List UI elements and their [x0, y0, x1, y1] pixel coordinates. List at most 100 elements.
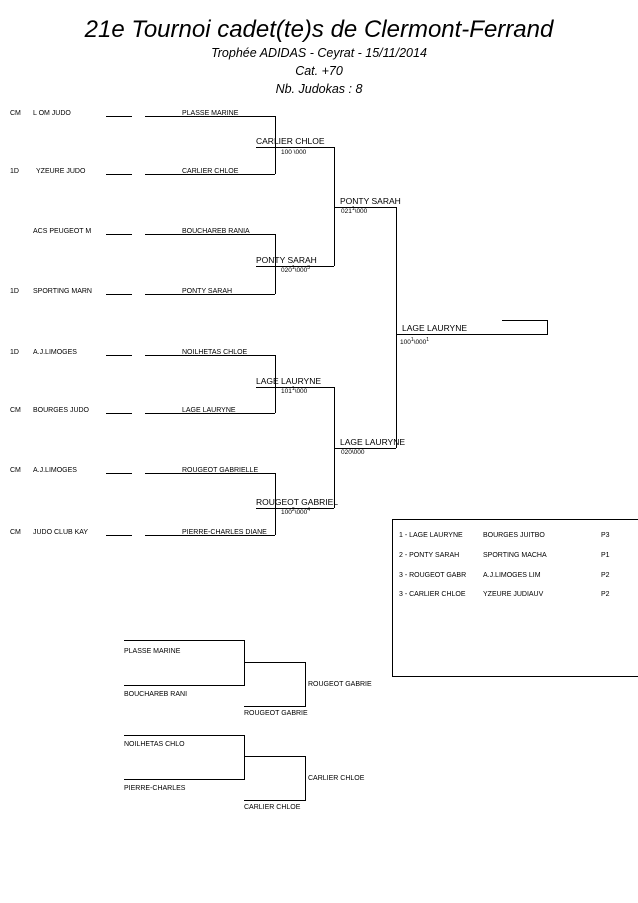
final-score: 1001\0001 [400, 337, 430, 347]
entry-club: YZEURE JUDO [36, 168, 86, 175]
round1-winner: ROUGEOT GABRIEL [256, 497, 339, 507]
bracket-line [244, 735, 245, 780]
bracket-line [106, 413, 132, 414]
entry-rank: CM [10, 529, 21, 536]
result-club: BOURGES JUITBO [483, 532, 545, 539]
bracket-line [145, 535, 275, 536]
entry-name: NOILHETAS CHLOE [182, 349, 248, 356]
bracket-line [244, 662, 306, 663]
entry-rank: CM [10, 110, 21, 117]
bracket-line [244, 756, 306, 757]
bracket-line [244, 706, 306, 707]
entry-rank: CM [10, 407, 21, 414]
entry-club: L OM JUDO [33, 110, 71, 117]
bracket-line [275, 234, 276, 294]
entry-name: ROUGEOT GABRIELLE [182, 467, 259, 474]
entry-rank: 1D [10, 168, 19, 175]
bracket-line [334, 387, 335, 508]
semi-score: 0211\000 [341, 206, 368, 216]
result-club: A.J.LIMOGES LIM [483, 572, 541, 579]
bracket-line [145, 413, 275, 414]
bracket-line [106, 294, 132, 295]
round1-score: 100 \000 [281, 149, 307, 156]
entry-name: PONTY SARAH [182, 288, 233, 295]
result-points: P1 [601, 552, 610, 559]
bracket-line [145, 174, 275, 175]
round1-score: 1011\000 [281, 386, 308, 396]
bracket-line [145, 355, 275, 356]
repechage-entry: PIERRE-CHARLES [124, 785, 186, 792]
bracket-line [145, 294, 275, 295]
bracket-line [244, 640, 245, 686]
bracket-line [124, 779, 244, 780]
round1-winner: PONTY SARAH [256, 255, 317, 265]
bracket-line [275, 473, 276, 535]
bronze-winner: ROUGEOT GABRIE [244, 710, 308, 717]
bracket-line [124, 685, 244, 686]
bracket-line [334, 207, 396, 208]
bracket-line [396, 334, 548, 335]
page-title: 21e Tournoi cadet(te)s de Clermont-Ferra… [84, 16, 554, 43]
bracket-line [106, 116, 132, 117]
bronze-winner: CARLIER CHLOE [244, 804, 301, 811]
bracket-line [124, 640, 244, 641]
entry-name: PIERRE-CHARLES DIANE [182, 529, 267, 536]
trophy-subtitle: Trophée ADIDAS - Ceyrat - 15/11/2014 [211, 46, 427, 60]
semi-winner: PONTY SARAH [340, 196, 401, 206]
result-place: 3 - ROUGEOT GABR [399, 572, 467, 579]
result-points: P2 [601, 591, 610, 598]
judoka-count: Nb. Judokas : 8 [275, 82, 363, 96]
bracket-line [547, 320, 548, 334]
result-club: YZEURE JUDIAUV [483, 591, 544, 598]
entry-name: BOUCHAREB RANIA [182, 228, 250, 235]
result-place: 1 - LAGE LAURYNE [399, 532, 463, 539]
bracket-line [106, 355, 132, 356]
round1-winner: CARLIER CHLOE [256, 136, 325, 146]
repechage-entry: PLASSE MARINE [124, 648, 181, 655]
round1-winner: LAGE LAURYNE [256, 376, 322, 386]
result-place: 2 - PONTY SARAH [399, 552, 460, 559]
bracket-line [334, 448, 396, 449]
entry-name: LAGE LAURYNE [182, 407, 236, 414]
entry-name: CARLIER CHLOE [182, 168, 239, 175]
result-points: P2 [601, 572, 610, 579]
bracket-line [106, 535, 132, 536]
repechage-entry: NOILHETAS CHLO [124, 741, 185, 748]
round1-score: 0201\0003 [281, 265, 311, 275]
results-panel [392, 519, 638, 677]
result-place: 3 - CARLIER CHLOE [399, 591, 466, 598]
round1-score: 1002\0004 [281, 507, 311, 517]
bracket-line [256, 387, 334, 388]
category-label: Cat. +70 [295, 64, 343, 78]
bracket-line [106, 234, 132, 235]
bracket-line [256, 147, 334, 148]
bracket-line [145, 234, 275, 235]
entry-name: PLASSE MARINE [182, 110, 239, 117]
entry-rank: 1D [10, 349, 19, 356]
bracket-line [106, 473, 132, 474]
semi-winner: LAGE LAURYNE [340, 437, 406, 447]
result-club: SPORTING MACHA [483, 552, 547, 559]
repechage-winner: ROUGEOT GABRIE [308, 681, 372, 688]
bracket-line [145, 116, 275, 117]
final-winner: LAGE LAURYNE [402, 323, 468, 333]
bracket-line [334, 147, 335, 266]
bracket-line [145, 473, 275, 474]
bracket-line [106, 174, 132, 175]
entry-club: A.J.LIMOGES [33, 349, 77, 356]
bracket-line [244, 800, 306, 801]
entry-club: SPORTING MARN [33, 288, 92, 295]
bracket-line [502, 320, 548, 321]
bracket-line [275, 355, 276, 413]
result-points: P3 [601, 532, 610, 539]
bracket-line [124, 735, 244, 736]
bracket-line [305, 756, 306, 801]
bracket-line [396, 207, 397, 448]
entry-club: A.J.LIMOGES [33, 467, 77, 474]
bracket-line [256, 508, 334, 509]
semi-score: 020\000 [341, 449, 365, 456]
entry-rank: CM [10, 467, 21, 474]
entry-club: ACS PEUGEOT M [33, 228, 92, 235]
repechage-winner: CARLIER CHLOE [308, 775, 365, 782]
entry-rank: 1D [10, 288, 19, 295]
